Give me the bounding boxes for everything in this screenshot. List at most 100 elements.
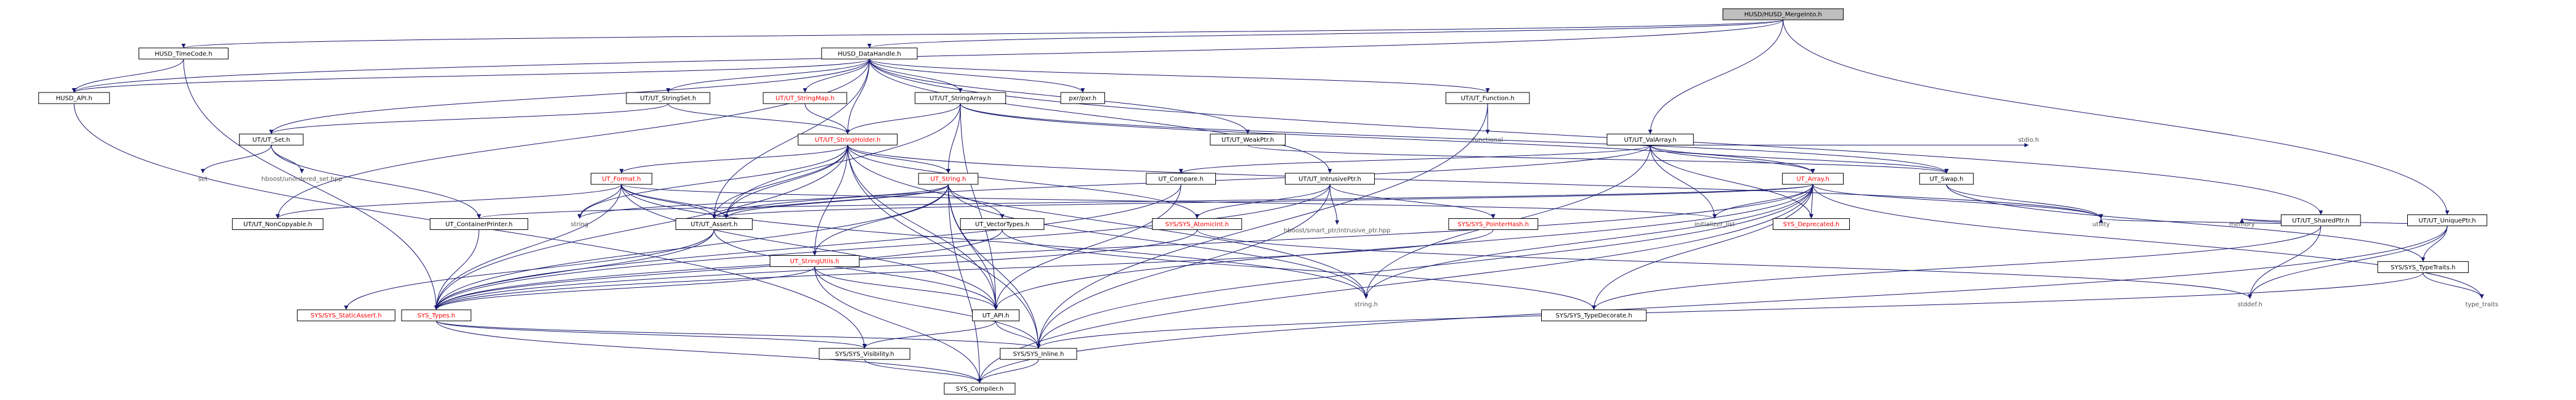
node-utvalarray[interactable]: UT/UT_ValArray.h [1606, 133, 1694, 145]
node-systypetraits[interactable]: SYS/SYS_TypeTraits.h [2377, 261, 2469, 273]
node-sysdeprecated[interactable]: SYS_Deprecated.h [1772, 218, 1850, 231]
node-box [1000, 348, 1077, 360]
node-utsharedptr[interactable]: UT/UT_SharedPtr.h [2280, 214, 2361, 226]
edge-systypes-to-sysvisibility [435, 320, 867, 349]
node-utformat[interactable]: UT_Format.h [590, 173, 652, 185]
edge-utstringarray-to-utswap [960, 103, 1949, 174]
node-label: UT_Compare.h [1159, 176, 1204, 183]
node-utstringset[interactable]: UT/UT_StringSet.h [626, 92, 711, 104]
node-sysinline[interactable]: SYS/SYS_Inline.h [1000, 348, 1077, 360]
node-label: initializer_list [1695, 221, 1735, 228]
edge-utintrusiveptr-to-hbsmartptr [1329, 184, 1340, 225]
node-sysstaticassert[interactable]: SYS/SYS_StaticAssert.h [297, 309, 395, 322]
node-syspointerhash[interactable]: SYS/SYS_PointerHash.h [1448, 218, 1539, 231]
node-box [1210, 133, 1286, 145]
edge-utstringarray-to-iosfwd [724, 104, 961, 219]
edge-syspointerhash-to-systypes [434, 229, 1494, 310]
edge-systypes-to-syscompiler [435, 320, 982, 383]
edge-utsharedptr-to-stddef [2248, 226, 2322, 299]
edge-utstringutils-to-sysinline [814, 266, 1041, 349]
node-label: UT/UT_Set.h [253, 137, 290, 144]
node-utcompare[interactable]: UT_Compare.h [1146, 173, 1217, 185]
edge-utcontainerprinter-to-systypes [434, 229, 480, 310]
edge-utvectortypes-to-systypedecorate [1002, 229, 1597, 310]
node-label: hboost/unordered_set.hpp [261, 176, 342, 183]
edge-datahandle-to-utstringmap [803, 59, 870, 93]
edge-root-to-utvalarray [1648, 20, 1784, 134]
node-pxrjson[interactable]: pxr/pxr.h [1060, 92, 1105, 104]
node-box [1919, 173, 1974, 185]
node-box [1772, 218, 1850, 231]
node-systypes[interactable]: SYS_Types.h [401, 309, 472, 322]
node-utstringutils[interactable]: UT_StringUtils.h [769, 255, 860, 267]
edge-utuniqueptr-to-systypetraits [2421, 226, 2448, 262]
node-label: functional [1472, 137, 1503, 144]
node-utuniqueptr[interactable]: UT/UT_UniquePtr.h [2407, 214, 2487, 226]
node-sysvisibility[interactable]: SYS/SYS_Visibility.h [819, 348, 910, 360]
node-utapi[interactable]: UT_API.h [972, 309, 1020, 322]
edge-utvalarray-to-utcompare [1178, 144, 1651, 174]
node-timecode[interactable]: HUSD_TimeCode.h [139, 47, 229, 60]
edge-utarray-to-utcontainerprinter [477, 184, 1813, 219]
edge-systypetraits-to-typetraits [2423, 272, 2484, 299]
node-utnoncopyable[interactable]: UT/UT_NonCopyable.h [232, 218, 323, 231]
edge-datahandle-to-utsharedptr [869, 59, 2323, 215]
node-utfunction[interactable]: UT/UT_Function.h [1445, 92, 1530, 104]
node-box [401, 309, 472, 322]
edge-utarray-to-stringh [1364, 184, 1813, 299]
edge-systypes-to-sysinline [435, 320, 1041, 349]
edge-utstring-to-utvectortypes [948, 184, 1005, 219]
node-utarray[interactable]: UT_Array.h [1782, 173, 1844, 185]
edge-utfunction-to-sysinline [1036, 104, 1488, 349]
edge-utuniqueptr-to-stddef [2248, 226, 2448, 299]
edge-utarray-to-typetraits [1812, 184, 2484, 299]
node-sysatomicint[interactable]: SYS/SYS_AtomicInt.h [1152, 218, 1242, 231]
node-utassert[interactable]: UT/UT_Assert.h [675, 218, 753, 231]
edge-utarray-to-syscompiler [978, 184, 1813, 383]
node-utstringmap[interactable]: UT/UT_StringMap.h [763, 92, 848, 104]
edge-utweakptr-to-utswap [1247, 144, 1949, 174]
node-label: stddef.h [2238, 301, 2262, 308]
node-label: hboost/smart_ptr/intrusive_ptr.hpp [1284, 227, 1391, 234]
node-hbsmartptr: hboost/smart_ptr/intrusive_ptr.hpp [1284, 227, 1391, 234]
edge-datahandle-to-utfunction [869, 59, 1490, 93]
node-label: UT/UT_IntrusivePtr.h [1298, 176, 1361, 183]
node-datahandle[interactable]: HUSD_DataHandle.h [821, 47, 918, 60]
edge-utarray-to-utility [1812, 184, 2104, 219]
edge-utapi-to-sysinline [995, 320, 1041, 349]
node-utvectortypes[interactable]: UT_VectorTypes.h [960, 218, 1045, 231]
node-utstringholder[interactable]: UT/UT_StringHolder.h [798, 133, 898, 145]
edge-utintrusiveptr-to-sysinline [1036, 184, 1331, 349]
node-syscompiler[interactable]: SYS_Compiler.h [944, 383, 1016, 395]
edge-utstring-to-string [577, 184, 949, 219]
node-box [590, 173, 652, 185]
node-memory: memory [2229, 221, 2255, 228]
node-utstringarray[interactable]: UT/UT_StringArray.h [915, 92, 1007, 104]
node-utweakptr[interactable]: UT/UT_WeakPtr.h [1210, 133, 1286, 145]
node-utstring[interactable]: UT_String.h [918, 173, 979, 185]
node-husdapi[interactable]: HUSD_API.h [38, 92, 110, 104]
node-utset[interactable]: UT/UT_Set.h [239, 133, 304, 145]
edge-utstringset-to-utstringholder [668, 103, 850, 134]
node-utswap[interactable]: UT_Swap.h [1919, 173, 1974, 185]
node-systypedecorate[interactable]: SYS/SYS_TypeDecorate.h [1541, 309, 1647, 322]
node-string: string [571, 221, 589, 228]
node-functional: functional [1472, 137, 1503, 144]
node-utintrusiveptr[interactable]: UT/UT_IntrusivePtr.h [1285, 173, 1375, 185]
node-box [819, 348, 910, 360]
edge-datahandle-to-utstringholder [845, 59, 870, 134]
node-label: UT_Swap.h [1930, 176, 1964, 183]
edge-utvalarray-to-initlist [1650, 145, 1717, 219]
edge-utstringutils-to-syscompiler [814, 266, 982, 383]
node-box [429, 218, 529, 231]
node-label: SYS/SYS_StaticAssert.h [310, 312, 382, 319]
node-box [675, 218, 753, 231]
edge-datahandle-to-utassert [711, 59, 870, 219]
edge-utstringholder-to-string [577, 145, 848, 219]
node-label: HUSD_API.h [56, 96, 92, 102]
node-utcontainerprinter[interactable]: UT_ContainerPrinter.h [429, 218, 529, 231]
edge-datahandle-to-utintrusiveptr [869, 59, 1332, 174]
node-box [1445, 92, 1530, 104]
node-root[interactable]: HUSD/HUSD_MergeInto.h [1722, 8, 1844, 20]
node-box [1606, 133, 1694, 145]
